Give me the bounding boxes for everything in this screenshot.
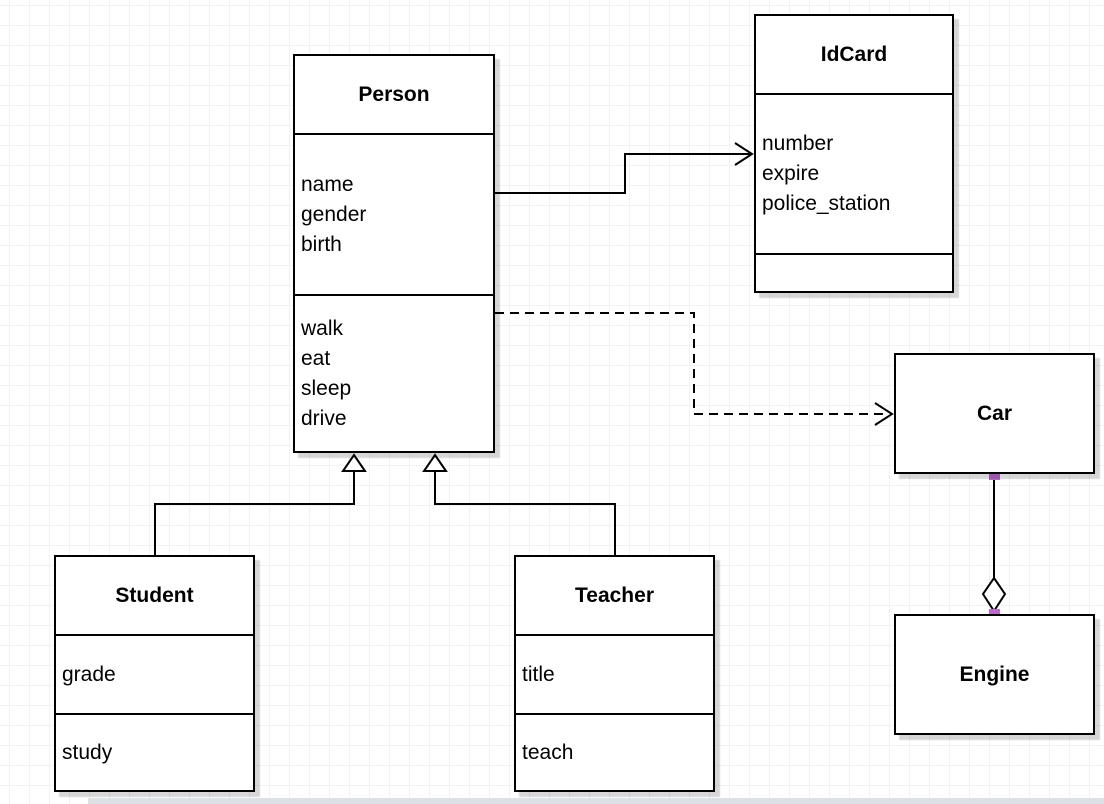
class-car[interactable]: Car [894,353,1095,474]
class-car-title: Car [976,401,1013,425]
method: study [62,740,113,764]
class-idcard-methods [756,253,952,291]
attribute: police_station [762,192,891,215]
method: walk [301,316,344,340]
open-arrow-icon [874,402,894,426]
method: drive [301,406,347,430]
attribute: number [762,132,834,155]
class-student-attributes: grade [56,634,253,713]
class-engine-title: Engine [959,662,1030,686]
class-person-title: Person [358,82,430,106]
attribute: title [522,662,555,686]
edge-teacher-person[interactable] [422,453,616,555]
edge-student-person[interactable] [154,453,367,555]
class-idcard[interactable]: IdCard number expire police_station [754,14,954,293]
attribute: expire [762,162,820,185]
class-student-methods: study [56,713,253,790]
attribute: name [301,172,354,196]
class-person-methods: walk eat sleep drive [295,294,493,451]
class-student-title: Student [115,583,194,607]
edge-person-idcard[interactable] [495,142,754,194]
method: sleep [301,376,352,400]
class-teacher[interactable]: Teacher title teach [514,555,715,792]
hollow-diamond-icon [981,576,1007,613]
class-engine[interactable]: Engine [894,614,1095,735]
class-idcard-title: IdCard [820,42,888,66]
hollow-triangle-icon [422,453,448,472]
class-idcard-attributes: number expire police_station [756,93,952,253]
class-teacher-methods: teach [516,713,713,790]
class-person-attributes: name gender birth [295,133,493,294]
method: teach [522,740,574,764]
attribute: gender [301,202,367,226]
method: eat [301,346,331,370]
bottom-edge-shadow [88,798,1104,804]
hollow-triangle-icon [341,453,367,472]
class-teacher-title: Teacher [575,583,654,607]
edge-car-engine[interactable] [981,469,1007,620]
attribute: grade [62,662,116,686]
edge-person-car[interactable] [495,312,894,426]
class-student[interactable]: Student grade study [54,555,255,792]
class-person[interactable]: Person name gender birth walk eat sleep … [293,54,495,453]
open-arrow-icon [734,142,754,166]
attribute: birth [301,232,342,256]
class-teacher-attributes: title [516,634,713,713]
